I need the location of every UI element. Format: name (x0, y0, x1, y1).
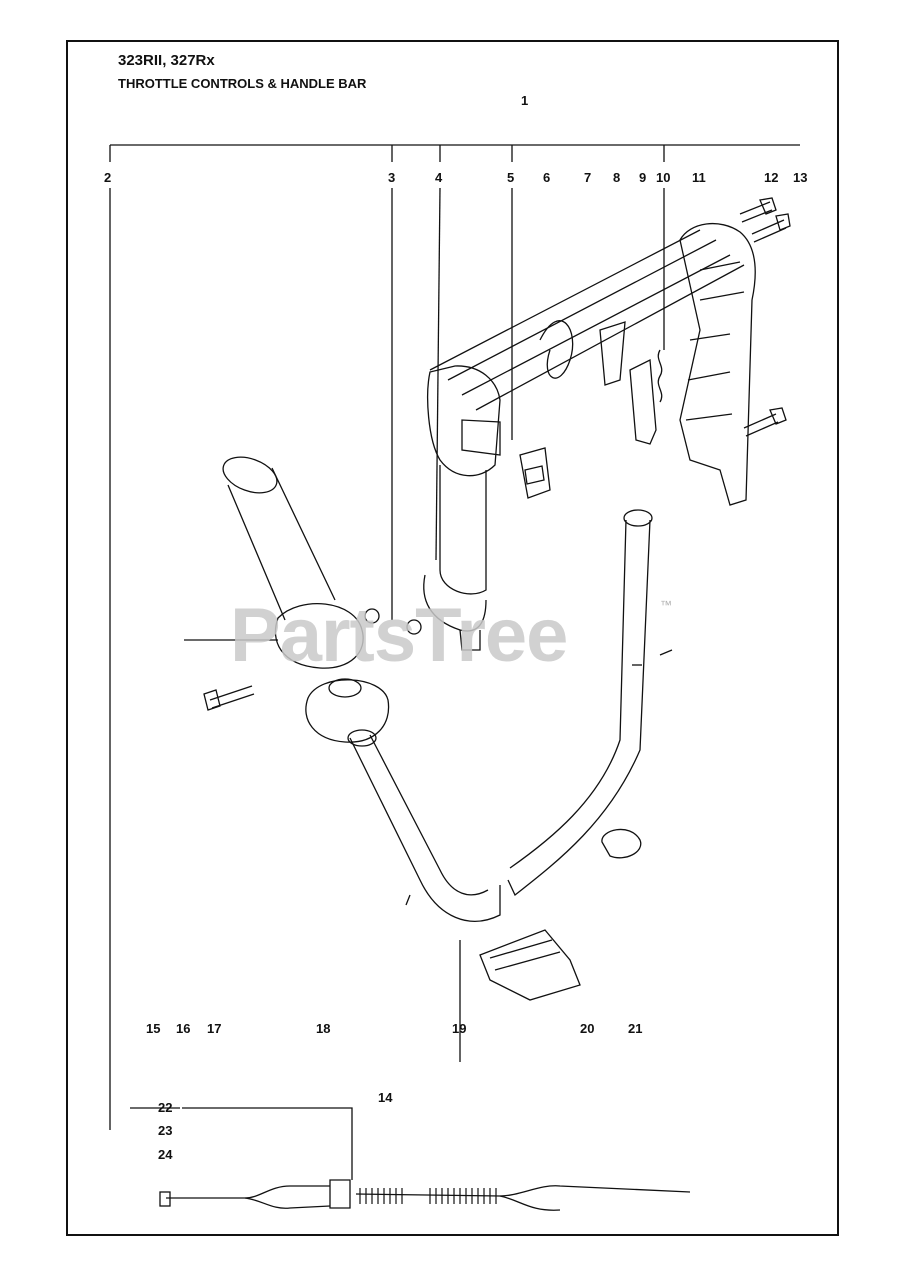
handle-clamp (305, 679, 390, 743)
leader-14 (182, 1107, 353, 1180)
throttle-housing (679, 222, 756, 506)
callout-20: 20 (580, 1021, 595, 1036)
adjust-knob (601, 828, 642, 859)
callout-4: 4 (435, 170, 443, 185)
callout-10: 10 (656, 170, 671, 185)
handle-frame-lines (429, 229, 745, 411)
grip-clamp (423, 574, 487, 632)
callout-3: 3 (388, 170, 396, 185)
screw-12 (739, 197, 777, 223)
wire-loop (539, 320, 574, 379)
partstree-watermark: PartsTree (230, 593, 568, 678)
callout-9: 9 (639, 170, 647, 185)
callout-15: 15 (146, 1021, 161, 1036)
callout-14: 14 (378, 1090, 393, 1105)
callout-7: 7 (584, 170, 592, 185)
left-grip-base (274, 603, 364, 669)
callout-19: 19 (452, 1021, 467, 1036)
section-title: THROTTLE CONTROLS & HANDLE BAR (118, 76, 367, 91)
callout-12: 12 (764, 170, 779, 185)
callout-2: 2 (104, 170, 112, 185)
wire-connector (329, 1179, 351, 1209)
spring (657, 349, 663, 403)
harness-guard (479, 929, 581, 1001)
callout-24: 24 (158, 1147, 173, 1162)
callout-18: 18 (316, 1021, 331, 1036)
model-title: 323RII, 327Rx (118, 52, 215, 69)
callout-13: 13 (793, 170, 808, 185)
callout-21: 21 (628, 1021, 643, 1036)
trademark-symbol: ™ (660, 598, 672, 612)
screw-11 (743, 407, 787, 437)
trigger-lock (599, 321, 626, 386)
callout-1: 1 (521, 93, 529, 108)
leader-4 (435, 187, 441, 561)
wire-harness-left (166, 1185, 330, 1199)
callout-6: 6 (543, 170, 551, 185)
callout-11: 11 (692, 170, 706, 185)
left-grip-end (222, 456, 278, 494)
screw-13 (751, 213, 791, 243)
corrugated-sleeve (359, 1188, 497, 1204)
handlebar-left (349, 737, 501, 922)
callout-16: 16 (176, 1021, 191, 1036)
handle-end-cap (427, 365, 501, 477)
throttle-trigger (629, 358, 657, 445)
callout-17: 17 (207, 1021, 222, 1036)
callout-8: 8 (613, 170, 621, 185)
callout-23: 23 (158, 1123, 173, 1138)
left-grip (227, 467, 336, 621)
grip-tube (439, 465, 487, 595)
clamp-bolt (203, 685, 255, 711)
diagram-frame (66, 40, 839, 1236)
throttle-cable (355, 1185, 691, 1197)
nut (406, 619, 422, 635)
handlebar-right (507, 519, 651, 897)
callout-22: 22 (158, 1100, 173, 1115)
callout-5: 5 (507, 170, 515, 185)
stop-switch (519, 447, 551, 499)
